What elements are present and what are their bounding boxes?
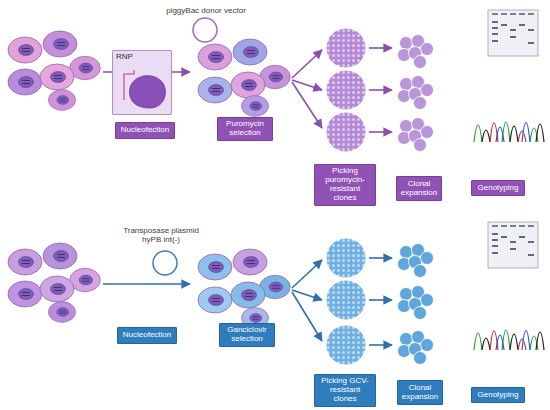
process-arrow xyxy=(369,89,392,91)
annotation-text: Transposase plasmid hyPB int(-) xyxy=(118,226,204,244)
cell xyxy=(198,44,232,70)
process-arrow xyxy=(292,50,322,78)
node-text: Nucleofection xyxy=(123,331,171,340)
node-text: Puromycin selection xyxy=(221,120,269,138)
node-text: Genotyping xyxy=(478,391,519,400)
process-arrow xyxy=(292,82,322,128)
cell xyxy=(198,287,232,313)
cell xyxy=(43,243,77,269)
cell xyxy=(40,64,74,90)
process-arrow xyxy=(292,292,322,341)
process-arrow xyxy=(369,47,392,49)
step-label-box: Clonal expansion xyxy=(397,380,443,405)
step-label-box: Genotyping xyxy=(471,180,525,196)
step-label-box: Picking GCV-resistant clones xyxy=(314,374,376,407)
chromatogram xyxy=(474,330,544,350)
colony xyxy=(326,325,366,365)
annotation-text: piggyBac donor vector xyxy=(160,6,252,15)
cell xyxy=(231,72,265,98)
cell xyxy=(8,249,42,275)
clone-cluster xyxy=(398,331,434,365)
node-text: Nucleofection xyxy=(121,126,169,135)
cell xyxy=(8,281,42,307)
node-text: Genotyping xyxy=(478,184,519,193)
gel-image xyxy=(488,10,538,56)
clone-cluster xyxy=(398,118,434,152)
cell xyxy=(8,37,42,63)
node-text: RNP xyxy=(116,53,133,62)
process-arrow xyxy=(103,283,190,285)
step-label-box: Nucleofection xyxy=(115,122,175,139)
step-label-box: Genotyping xyxy=(471,387,525,403)
guide-rna xyxy=(124,70,134,100)
chromatogram xyxy=(474,122,544,142)
step-label-box: Ganciclovir selection xyxy=(219,323,275,347)
cell xyxy=(48,302,75,323)
clone-cluster xyxy=(398,286,434,320)
node-text: Clonal expansion xyxy=(400,180,438,198)
cell xyxy=(40,276,74,302)
cas9-protein xyxy=(130,76,166,108)
plasmid-circle xyxy=(193,18,217,42)
step-label-box: Puromycin selection xyxy=(217,117,273,141)
colony xyxy=(326,70,366,110)
node-text: Picking puromycin-resistant clones xyxy=(318,167,372,203)
cell xyxy=(241,96,268,117)
step-label-box: Picking puromycin-resistant clones xyxy=(314,164,376,206)
step-label-box: Clonal expansion xyxy=(396,176,442,201)
colony xyxy=(326,238,366,278)
gel-image xyxy=(488,222,538,268)
node-text: Ganciclovir selection xyxy=(223,326,271,344)
colony xyxy=(326,280,366,320)
cell xyxy=(48,90,75,111)
cell xyxy=(198,77,232,103)
plasmid-circle xyxy=(153,251,177,275)
process-arrow xyxy=(369,257,392,259)
node-text: Clonal expansion xyxy=(401,384,439,402)
cell xyxy=(233,39,267,65)
cell xyxy=(231,282,265,308)
node-text: Picking GCV-resistant clones xyxy=(318,377,372,404)
cell xyxy=(198,254,232,280)
cell xyxy=(8,69,42,95)
process-arrow xyxy=(292,260,322,288)
process-arrow xyxy=(369,131,392,133)
colony xyxy=(326,28,366,68)
clone-cluster xyxy=(398,76,434,110)
colony xyxy=(326,112,366,152)
reagent-box: RNP xyxy=(112,50,172,115)
cell xyxy=(233,249,267,275)
process-arrow xyxy=(369,344,392,346)
process-arrow xyxy=(369,299,392,301)
cell xyxy=(43,31,77,57)
clone-cluster xyxy=(398,244,434,278)
clone-cluster xyxy=(398,35,434,69)
step-label-box: Nucleofection xyxy=(117,327,177,344)
